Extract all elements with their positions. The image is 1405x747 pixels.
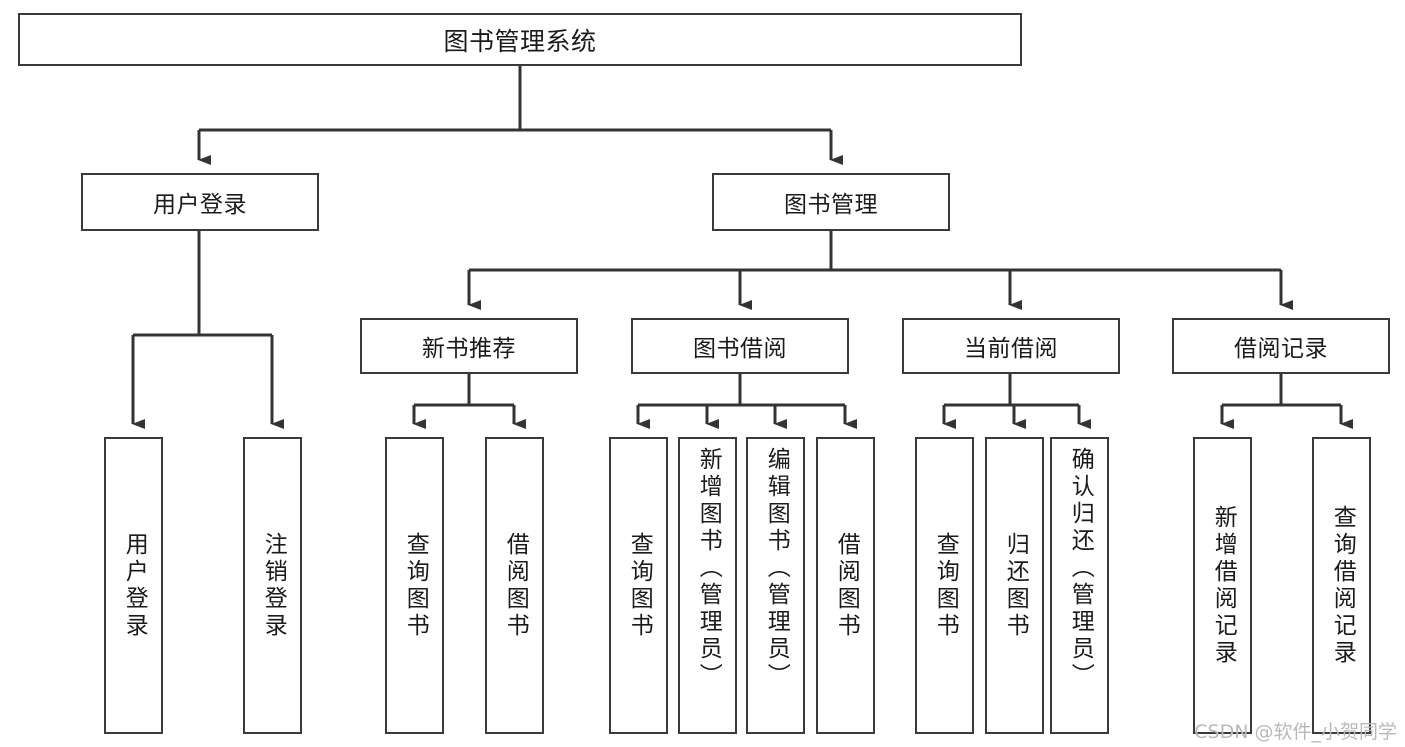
node-new-book-recommendation[interactable]: 新书推荐: [360, 318, 578, 374]
leaf-add-book-admin[interactable]: 新增图书（管理员）: [678, 437, 737, 734]
node-label: 用户登录: [153, 192, 247, 218]
node-label: 查询借阅记录: [1329, 504, 1356, 667]
node-label: 查询图书: [626, 531, 653, 640]
node-label: 图书借阅: [693, 336, 787, 362]
csdn-watermark: CSDN @软件_小贺同学: [1194, 721, 1397, 743]
node-label: 借阅图书: [833, 531, 860, 640]
leaf-add-borrow-record[interactable]: 新增借阅记录: [1193, 437, 1252, 734]
node-label: 图书管理系统: [443, 26, 597, 56]
leaf-query-book-current[interactable]: 查询图书: [915, 437, 974, 734]
leaf-return-book[interactable]: 归还图书: [985, 437, 1044, 734]
leaf-borrow-book-new[interactable]: 借阅图书: [485, 437, 544, 734]
node-label: 新增图书（管理员）: [695, 447, 722, 690]
node-label: 确认归还（管理员）: [1067, 447, 1094, 690]
node-borrowing-record[interactable]: 借阅记录: [1172, 318, 1390, 374]
node-label: 新增借阅记录: [1210, 504, 1237, 667]
node-book-borrowing[interactable]: 图书借阅: [631, 318, 849, 374]
node-label: 编辑图书（管理员）: [763, 447, 790, 690]
node-label: 新书推荐: [422, 336, 516, 362]
node-book-management[interactable]: 图书管理: [712, 173, 950, 231]
node-label: 用户登录: [121, 531, 148, 640]
leaf-query-borrow-record[interactable]: 查询借阅记录: [1312, 437, 1371, 734]
leaf-edit-book-admin[interactable]: 编辑图书（管理员）: [746, 437, 805, 734]
node-user-login[interactable]: 用户登录: [81, 173, 319, 231]
leaf-user-login[interactable]: 用户登录: [104, 437, 163, 734]
leaf-confirm-return-admin[interactable]: 确认归还（管理员）: [1050, 437, 1109, 734]
leaf-query-book-new[interactable]: 查询图书: [385, 437, 444, 734]
node-label: 借阅图书: [502, 531, 529, 640]
node-label: 借阅记录: [1234, 336, 1328, 362]
leaf-borrow-book[interactable]: 借阅图书: [816, 437, 875, 734]
node-current-borrowing[interactable]: 当前借阅: [902, 318, 1120, 374]
node-label: 图书管理: [784, 192, 878, 218]
leaf-query-book-borrow[interactable]: 查询图书: [609, 437, 668, 734]
node-root-book-management-system[interactable]: 图书管理系统: [18, 13, 1022, 66]
node-label: 当前借阅: [964, 336, 1058, 362]
node-label: 查询图书: [402, 531, 429, 640]
node-label: 查询图书: [932, 531, 959, 640]
node-label: 归还图书: [1002, 531, 1029, 640]
node-label: 注销登录: [260, 531, 287, 640]
leaf-logout[interactable]: 注销登录: [243, 437, 302, 734]
